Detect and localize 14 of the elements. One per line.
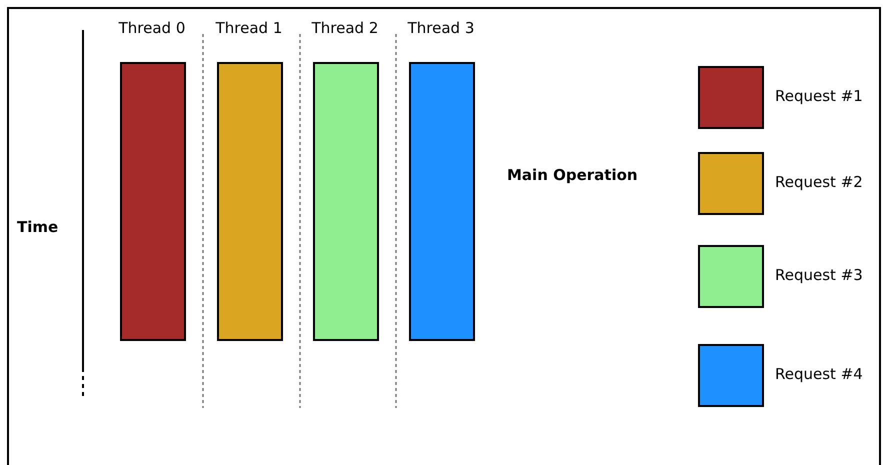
thread-label: Thread 2	[312, 19, 378, 37]
request-bar	[120, 62, 186, 341]
legend-label: Request #3	[775, 266, 863, 284]
operation-label: Main Operation	[507, 166, 638, 184]
thread-label: Thread 1	[216, 19, 282, 37]
legend-label: Request #4	[775, 365, 863, 383]
legend-label: Request #2	[775, 173, 863, 191]
request-bar	[409, 62, 475, 341]
axis-label: Time	[17, 218, 58, 236]
thread-label: Thread 3	[408, 19, 474, 37]
thread-label: Thread 0	[118, 19, 186, 37]
request-bar	[217, 62, 283, 341]
legend-label: Request #1	[775, 87, 863, 105]
request-bar	[313, 62, 379, 341]
